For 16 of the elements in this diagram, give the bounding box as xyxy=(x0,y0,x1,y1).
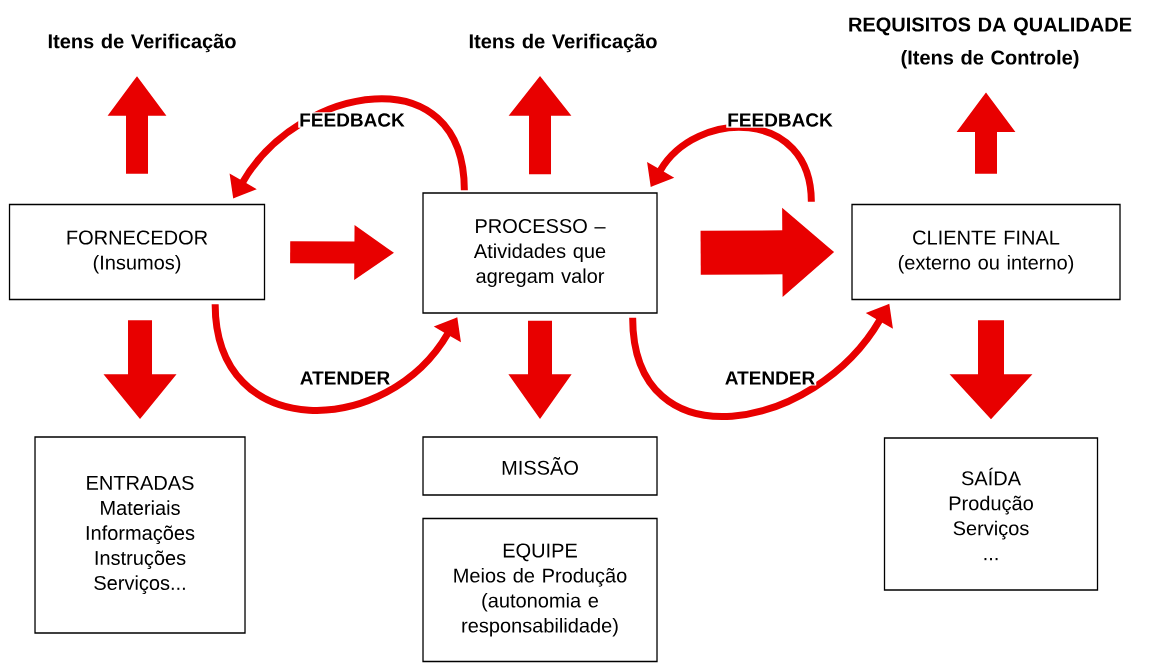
process-box: SAÍDA Produção Serviços ... xyxy=(883,437,1099,591)
process-box: CLIENTE FINAL (externo ou interno) xyxy=(851,203,1121,301)
curved-arrow xyxy=(211,303,461,414)
heading: Itens de Verificação xyxy=(48,33,236,53)
process-box: FORNECEDOR (Insumos) xyxy=(8,203,266,301)
process-box: EQUIPE Meios de Produção (autonomia e responsabilidade) xyxy=(422,517,658,663)
process-box: MISSÃO xyxy=(422,436,658,496)
edge-label: FEEDBACK xyxy=(298,112,406,128)
heading: REQUISITOS DA QUALIDADE (Itens de Controle) xyxy=(849,17,1132,69)
heading: Itens de Verificação xyxy=(469,33,657,53)
edge-label: ATENDER xyxy=(298,370,392,386)
process-box: ENTRADAS Materiais Informações Instruções Serviços... xyxy=(34,436,246,634)
curved-arrow xyxy=(647,124,815,203)
edge-label: FEEDBACK xyxy=(726,112,834,128)
process-box: PROCESSO – Atividades que agregam valor xyxy=(422,192,658,314)
edge-label: ATENDER xyxy=(723,370,817,386)
